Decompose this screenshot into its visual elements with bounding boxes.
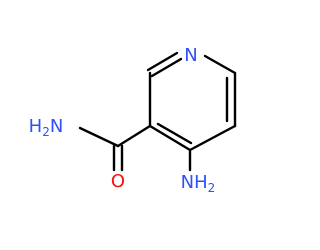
- bond-n-c2-inner: [150, 57, 183, 78]
- bond-c6-n: [203, 54, 237, 75]
- bond-c3-c4-outer: [148, 124, 192, 152]
- ring-nitrogen-label: N: [184, 45, 197, 66]
- molecule-canvas: N H2N O NH2: [28, 45, 237, 195]
- substituent-bonds: [78, 124, 192, 172]
- amide-n-letter-label: N: [50, 116, 63, 137]
- structure-drawing: N H2N O NH2: [29, 45, 237, 195]
- bond-c4-c5: [188, 124, 237, 152]
- atom-labels: N H2N O NH2: [29, 45, 216, 195]
- bond-n-c2-outer: [146, 51, 179, 72]
- amide-nitrogen-label: H2N: [29, 116, 64, 139]
- ring-bonds: [146, 51, 237, 152]
- carbonyl-oxygen-label: O: [111, 171, 125, 192]
- bond-c3-c4-inner: [156, 122, 193, 145]
- bond-carbonyl-amide-n: [78, 126, 120, 148]
- amino-subscript-label: 2: [208, 181, 216, 195]
- amide-h-label: H: [29, 116, 43, 137]
- amino-nh-label: NH: [181, 172, 208, 193]
- bond-c3-carbonyl: [116, 124, 152, 148]
- amide-subscript-label: 2: [42, 125, 50, 139]
- amino-nitrogen-label: NH2: [181, 172, 216, 195]
